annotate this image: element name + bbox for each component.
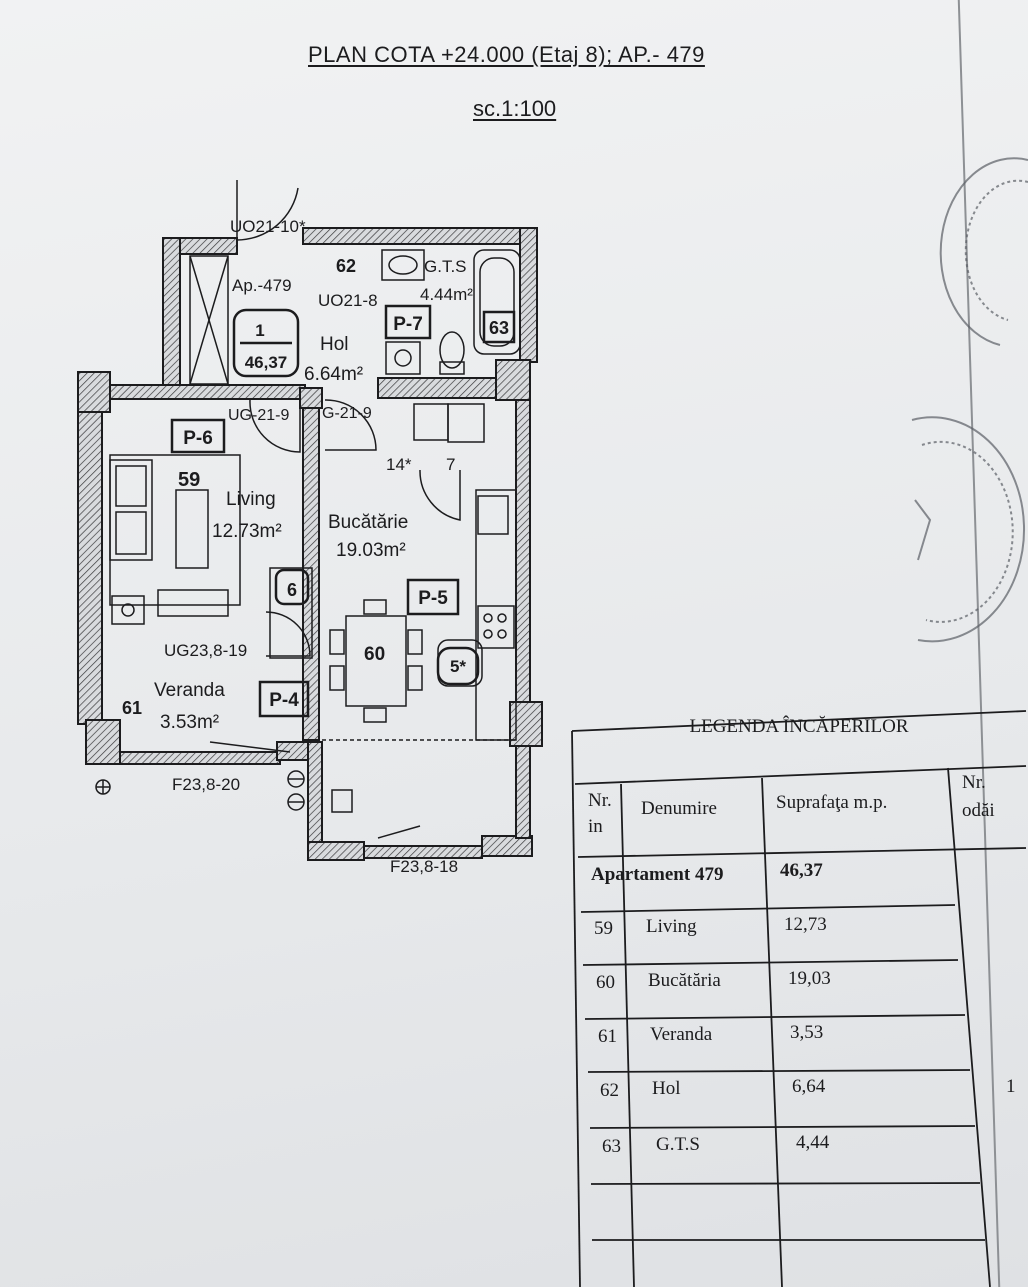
label-hol-name: Hol bbox=[320, 334, 349, 355]
label-ap: Ap.-479 bbox=[232, 276, 292, 295]
label-living-name: Living bbox=[226, 489, 276, 510]
label-f20: F23,8-20 bbox=[172, 775, 240, 794]
legend-title: LEGENDA ÎNCĂPERILOR bbox=[689, 716, 909, 737]
row-area: 12,73 bbox=[784, 914, 827, 935]
label-ug21-9-b: G-21-9 bbox=[322, 405, 372, 422]
tag-boxes bbox=[170, 304, 516, 718]
apartment-area: 46,37 bbox=[780, 860, 823, 881]
label-ug23: UG23,8-19 bbox=[164, 641, 247, 660]
header-in: in bbox=[588, 816, 603, 837]
header-odai: odăi bbox=[962, 800, 995, 821]
wardrobe bbox=[189, 255, 229, 385]
kitchen-furniture bbox=[322, 403, 517, 813]
header-nr-odai: Nr. bbox=[962, 772, 986, 793]
row-name: Veranda bbox=[650, 1024, 713, 1045]
label-living-num: 59 bbox=[178, 469, 200, 491]
row-area: 4,44 bbox=[796, 1132, 830, 1153]
plan-title: PLAN COTA +24.000 (Etaj 8); AP.- 479 bbox=[308, 42, 705, 67]
label-kitchen-name: Bucătărie bbox=[328, 512, 408, 533]
label-veranda-name: Veranda bbox=[154, 680, 225, 701]
living-furniture bbox=[109, 454, 313, 659]
row-name: Living bbox=[646, 916, 697, 937]
plan-scale: sc.1:100 bbox=[473, 96, 557, 121]
label-gts-num: 63 bbox=[489, 318, 509, 338]
label-p4: P-4 bbox=[269, 690, 299, 711]
row-area: 3,53 bbox=[790, 1022, 824, 1043]
row-nr: 62 bbox=[600, 1080, 619, 1101]
label-veranda-area: 3.53m² bbox=[160, 712, 219, 733]
header-suprafata: Suprafaţa m.p. bbox=[776, 792, 888, 813]
official-stamp bbox=[911, 157, 1028, 643]
label-veranda-num: 61 bbox=[122, 698, 142, 718]
heating-symbols bbox=[95, 770, 305, 811]
label-living-area: 12.73m² bbox=[212, 521, 282, 542]
row-area: 19,03 bbox=[788, 968, 831, 989]
row-name: Bucătăria bbox=[648, 970, 721, 991]
label-ap-area: 46,37 bbox=[245, 353, 288, 372]
row-nr: 59 bbox=[594, 918, 613, 939]
label-hol-area: 6.64m² bbox=[304, 364, 363, 385]
label-mark14: 14* bbox=[386, 455, 412, 474]
header-nr: Nr. bbox=[588, 790, 612, 811]
label-mark7: 7 bbox=[446, 455, 455, 474]
label-gts-area: 4.44m² bbox=[420, 285, 473, 304]
row-name: Hol bbox=[652, 1078, 681, 1099]
label-gts-name: G.T.S bbox=[424, 257, 467, 276]
row-area: 6,64 bbox=[792, 1076, 826, 1097]
label-f18: F23,8-18 bbox=[390, 857, 458, 876]
walls bbox=[77, 227, 543, 861]
door-swings bbox=[209, 180, 461, 839]
row-nr: 61 bbox=[598, 1026, 617, 1047]
label-uo21-10: UO21-10* bbox=[230, 217, 306, 236]
plan-labels: UO21-10* Ap.-479 1 46,37 62 UO21-8 Hol 6… bbox=[122, 217, 509, 876]
label-mark5: 5* bbox=[450, 657, 466, 676]
legend-table-grid bbox=[571, 710, 1027, 1287]
label-p6: P-6 bbox=[183, 428, 213, 449]
row-name: G.T.S bbox=[656, 1134, 700, 1155]
label-kitchen-area: 19.03m² bbox=[336, 540, 406, 561]
label-p5: P-5 bbox=[418, 588, 448, 609]
row-rooms: 1 bbox=[1006, 1076, 1016, 1097]
label-mark6: 6 bbox=[287, 580, 297, 600]
header-denumire: Denumire bbox=[641, 798, 717, 819]
row-nr: 63 bbox=[602, 1136, 621, 1157]
label-p7: P-7 bbox=[393, 314, 423, 335]
label-ap-num: 1 bbox=[255, 321, 264, 340]
row-nr: 60 bbox=[596, 972, 615, 993]
label-uo21-8: UO21-8 bbox=[318, 291, 378, 310]
label-kitchen-num: 60 bbox=[364, 644, 385, 665]
bathroom-fixtures bbox=[381, 249, 521, 375]
label-ug21-9-a: UG-21-9 bbox=[228, 407, 289, 424]
label-hol-num: 62 bbox=[336, 256, 356, 276]
apartment-name: Apartament 479 bbox=[591, 864, 724, 885]
